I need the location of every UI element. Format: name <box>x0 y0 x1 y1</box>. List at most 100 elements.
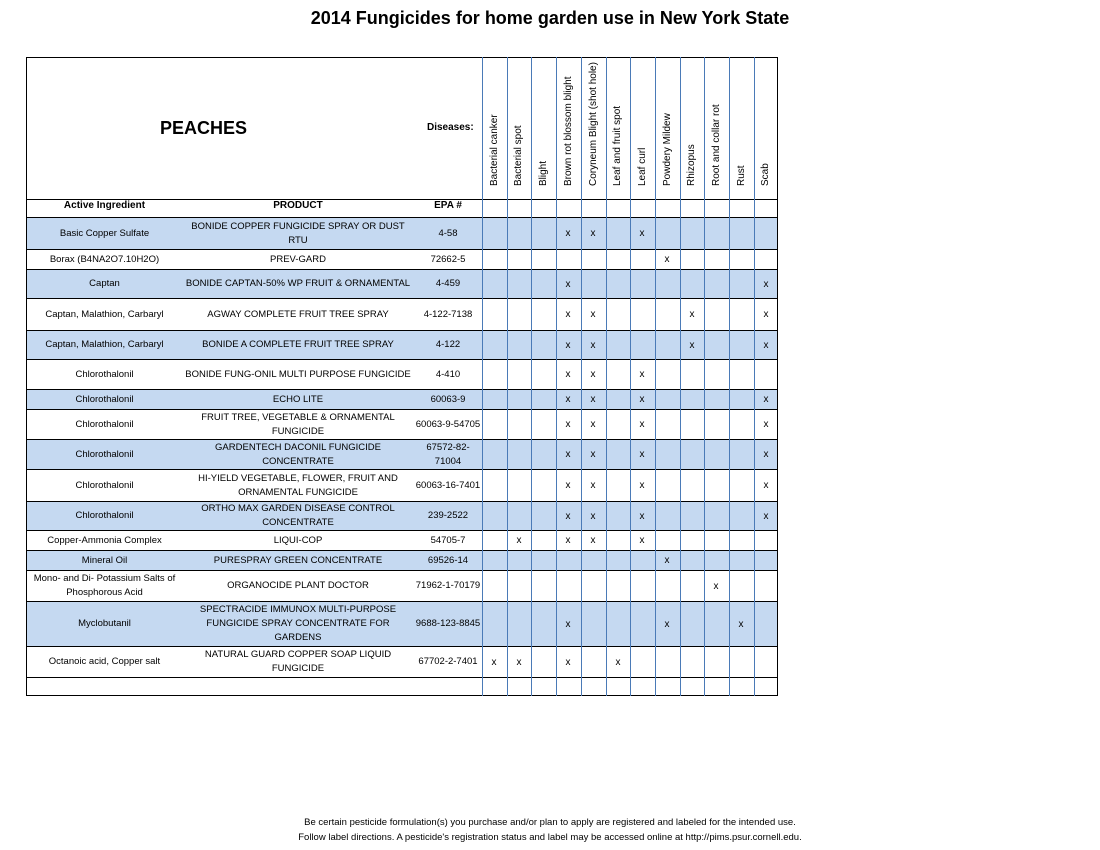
disease-mark <box>704 299 728 330</box>
disease-mark: x <box>763 480 769 491</box>
disease-header: Root and collar rot <box>704 57 729 199</box>
disease-mark: x <box>590 394 596 405</box>
disease-mark <box>630 299 654 330</box>
active-ingredient-cell: Chlorothalonil <box>75 479 134 491</box>
disease-mark: x <box>763 339 769 351</box>
disease-mark <box>704 551 728 570</box>
disease-header-label: Brown rot blossom blight <box>562 76 574 187</box>
disease-mark <box>606 470 630 501</box>
disease-mark <box>482 531 506 550</box>
disease-mark: x <box>664 618 670 630</box>
disease-mark <box>680 551 704 570</box>
disease-header-label: Bacterial canker <box>488 114 500 186</box>
disease-mark <box>680 360 704 389</box>
disease-mark <box>754 360 778 389</box>
disease-mark <box>482 299 506 330</box>
disease-mark: x <box>639 394 645 405</box>
product-cell: AGWAY COMPLETE FRUIT TREE SPRAY <box>207 308 389 320</box>
row-rule <box>26 677 778 678</box>
disease-mark <box>754 250 778 269</box>
disease-mark <box>606 440 630 469</box>
disease-header-label: Powdery Mildew <box>661 113 673 186</box>
disease-mark: x <box>590 419 596 430</box>
disease-mark <box>655 299 679 330</box>
disease-mark <box>606 331 630 359</box>
disease-mark <box>531 571 555 601</box>
disease-mark <box>630 602 654 646</box>
active-ingredient-cell: Borax (B4NA2O7.10H2O) <box>49 253 160 265</box>
active-ingredient-cell: Chlorothalonil <box>75 393 134 405</box>
epa-cell: 239-2522 <box>427 510 469 521</box>
disease-mark <box>581 250 605 269</box>
active-ingredient-cell: Mono- and Di- Potassium Salts of Phospho… <box>33 573 176 598</box>
disease-mark <box>507 410 531 439</box>
product-cell: ECHO LITE <box>272 393 324 405</box>
disease-header: Bacterial spot <box>507 57 531 199</box>
disease-mark <box>754 551 778 570</box>
product-cell: BONIDE CAPTAN-50% WP FRUIT & ORNAMENTAL <box>185 278 411 289</box>
disease-mark <box>754 647 778 677</box>
disease-mark <box>655 647 679 677</box>
disease-mark <box>531 250 555 269</box>
disease-header-label: Scab <box>760 163 771 186</box>
disease-mark: x <box>590 339 596 351</box>
product-cell: GARDENTECH DACONIL FUNGICIDE CONCENTRATE <box>215 441 381 467</box>
disease-mark <box>704 502 728 530</box>
epa-cell: 9688-123-8845 <box>415 618 481 629</box>
disease-mark: x <box>565 618 571 630</box>
disease-mark: x <box>516 535 522 546</box>
disease-mark <box>581 270 605 298</box>
disease-mark <box>729 571 753 601</box>
disease-mark <box>606 218 630 249</box>
disease-mark <box>729 551 753 570</box>
disease-mark: x <box>565 369 571 380</box>
disease-mark <box>482 602 506 646</box>
disease-mark <box>655 331 679 359</box>
disease-mark <box>531 299 555 330</box>
disease-header: Rust <box>729 57 754 199</box>
disease-mark <box>556 250 580 269</box>
active-ingredient-cell: Mineral Oil <box>81 554 128 566</box>
disease-mark <box>729 360 753 389</box>
disease-mark <box>507 250 531 269</box>
disease-mark: x <box>590 369 596 380</box>
disease-mark <box>630 250 654 269</box>
disease-mark: x <box>664 555 670 566</box>
disease-mark: x <box>639 510 645 522</box>
active-ingredient-cell: Octanoic acid, Copper salt <box>48 656 161 667</box>
disease-mark <box>704 331 728 359</box>
fungicide-table <box>26 57 778 696</box>
disease-mark <box>704 390 728 409</box>
disease-mark <box>754 531 778 550</box>
column-rule <box>581 57 582 696</box>
disease-mark: x <box>565 480 571 491</box>
column-rule <box>729 57 730 696</box>
disease-mark: x <box>689 339 695 351</box>
disease-mark <box>729 647 753 677</box>
epa-cell: 69526-14 <box>427 554 469 566</box>
disease-header-label: Leaf and fruit spot <box>612 105 623 186</box>
epa-header: EPA # <box>434 200 462 211</box>
disease-mark: x <box>590 449 596 460</box>
disease-mark <box>754 218 778 249</box>
disease-mark <box>531 531 555 550</box>
disease-mark <box>680 390 704 409</box>
footer-line-2: Follow label directions. A pesticide's r… <box>298 832 802 843</box>
disease-header-label: Root and collar rot <box>710 104 722 186</box>
disease-mark: x <box>689 309 695 320</box>
disease-mark <box>704 250 728 269</box>
column-rule <box>680 57 681 696</box>
active-ingredient-cell: Chlorothalonil <box>75 510 134 521</box>
disease-header: Bacterial canker <box>482 57 507 199</box>
disease-mark <box>680 502 704 530</box>
disease-mark <box>729 250 753 269</box>
disease-mark <box>482 218 506 249</box>
disease-mark <box>482 571 506 601</box>
product-cell: NATURAL GUARD COPPER SOAP LIQUID FUNGICI… <box>204 649 392 674</box>
table-row: Octanoic acid, Copper salt NATURAL GUARD … <box>27 646 777 677</box>
